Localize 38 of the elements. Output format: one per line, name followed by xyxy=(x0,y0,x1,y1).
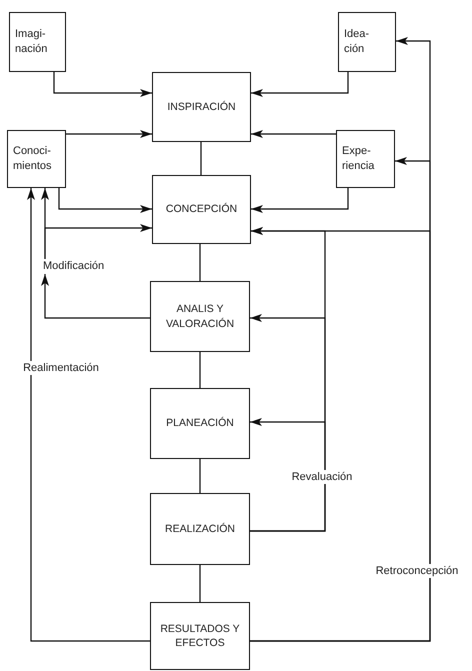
box-label: REALIZACIÓN xyxy=(164,522,235,536)
connector-line xyxy=(200,142,202,175)
box-label: Imagi- nación xyxy=(15,27,48,57)
box-label: PLANEACIÓN xyxy=(166,416,234,431)
box-label: RESULTADOS Y EFECTOS xyxy=(159,622,241,650)
edge-label: Revaluación xyxy=(290,470,354,484)
arrow xyxy=(58,188,152,213)
process-box xyxy=(150,281,250,352)
box-label: Expe- riencia xyxy=(342,144,376,174)
arrow xyxy=(44,224,152,259)
process-box xyxy=(7,130,66,188)
modification-label: Modificación xyxy=(43,259,104,274)
arrow xyxy=(251,130,336,138)
arrow xyxy=(66,130,152,138)
box-label: CONCEPCIÓN xyxy=(166,202,238,217)
edge-label: Realimentación xyxy=(22,361,100,376)
process-box xyxy=(338,12,396,72)
box-label: Conoci- mientos xyxy=(13,144,53,174)
arrow xyxy=(53,72,152,97)
process-box xyxy=(150,388,250,459)
connector-line xyxy=(199,459,201,493)
process-box xyxy=(152,175,251,244)
connector-line xyxy=(199,565,201,602)
arrow xyxy=(251,72,349,97)
arrow xyxy=(41,274,150,319)
box-label: INSPIRACIÓN xyxy=(167,100,236,114)
arrow xyxy=(251,188,349,213)
box-label: Idea- ción xyxy=(344,27,370,57)
process-box xyxy=(9,12,66,72)
box-label: ANALIS Y VALORACIÓN xyxy=(164,302,236,331)
connector-line xyxy=(199,244,201,281)
process-box xyxy=(336,130,395,188)
connector-line xyxy=(199,352,201,388)
edge-label: Retroconcepción xyxy=(374,564,460,578)
arrow xyxy=(27,188,150,642)
process-box xyxy=(150,493,250,565)
process-box xyxy=(150,602,250,670)
process-box xyxy=(152,72,251,142)
